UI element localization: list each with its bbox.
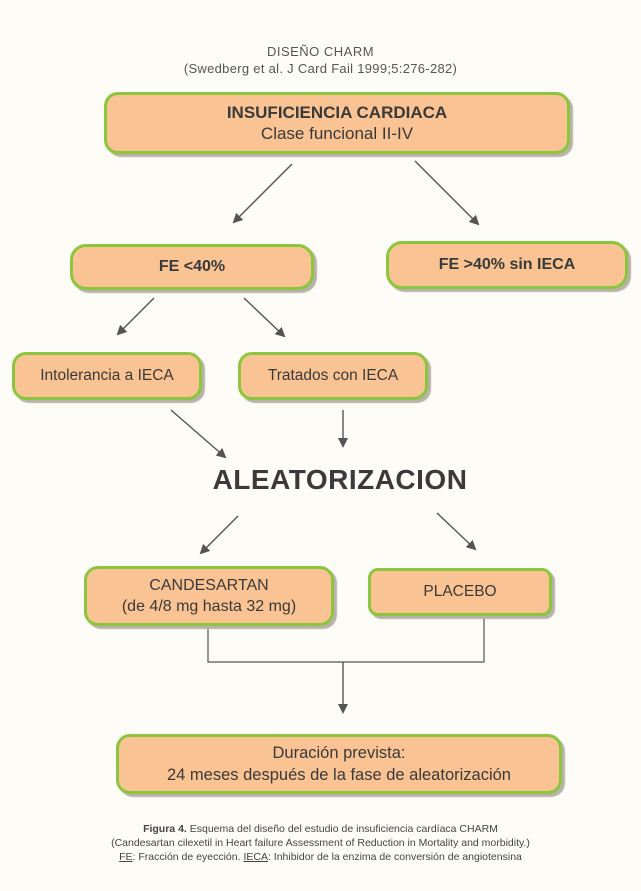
figure-label: Figura 4. <box>143 823 187 835</box>
abbr-fe-def: : Fracción de eyección. <box>132 851 241 863</box>
insuficiencia-subtitle: Clase funcional II-IV <box>260 124 414 143</box>
abbr-ieca-def: : Inhibidor de la enzima de conversión d… <box>267 851 522 863</box>
candesartan-line1: CANDESARTAN <box>149 577 269 594</box>
arrow-aleat-to-candesartan <box>199 515 239 555</box>
abbr-fe: FE <box>119 851 133 863</box>
figure-text: Esquema del diseño del estudio de insufi… <box>189 823 498 835</box>
box-insuficiencia-cardiaca: INSUFICIENCIA CARDIACA Clase funcional I… <box>104 92 570 154</box>
caption-line1: Figura 4. Esquema del diseño del estudio… <box>0 823 641 835</box>
box-candesartan: CANDESARTAN (de 4/8 mg hasta 32 mg) <box>84 566 334 626</box>
join-line <box>207 618 485 663</box>
aleatorizacion-label: ALEATORIZACION <box>212 464 468 495</box>
box-duracion: Duración prevista: 24 meses después de l… <box>116 734 562 794</box>
duracion-line2: 24 meses después de la fase de aleatoriz… <box>167 766 511 784</box>
insuficiencia-title: INSUFICIENCIA CARDIACA <box>226 103 448 122</box>
box-intolerancia: Intolerancia a IECA <box>12 352 202 400</box>
arrow-insuf-to-fe-low <box>232 163 293 224</box>
box-fe-low: FE <40% <box>70 244 314 290</box>
arrow-intolerancia-to-aleat <box>170 409 227 459</box>
box-fe-high: FE >40% sin IECA <box>386 241 628 289</box>
diagram-reference: (Swedberg et al. J Card Fail 1999;5:276-… <box>183 61 458 76</box>
abbr-ieca: IECA <box>243 851 268 863</box>
caption-line2: (Candesartan cilexetil in Heart failure … <box>111 837 530 849</box>
caption-abbreviations: FE: Fracción de eyección. IECA: Inhibido… <box>0 851 641 863</box>
diagram-title: DISEÑO CHARM <box>266 44 375 59</box>
arrow-fe-low-to-intolerancia <box>116 297 155 336</box>
arrow-fe-low-to-tratados <box>243 297 286 338</box>
box-placebo: PLACEBO <box>368 568 552 616</box>
box-tratados: Tratados con IECA <box>238 352 428 400</box>
candesartan-line2: (de 4/8 mg hasta 32 mg) <box>121 598 297 615</box>
duracion-line1: Duración prevista: <box>272 744 406 762</box>
arrow-insuf-to-fe-high <box>414 160 480 226</box>
arrow-aleat-to-placebo <box>436 512 477 551</box>
